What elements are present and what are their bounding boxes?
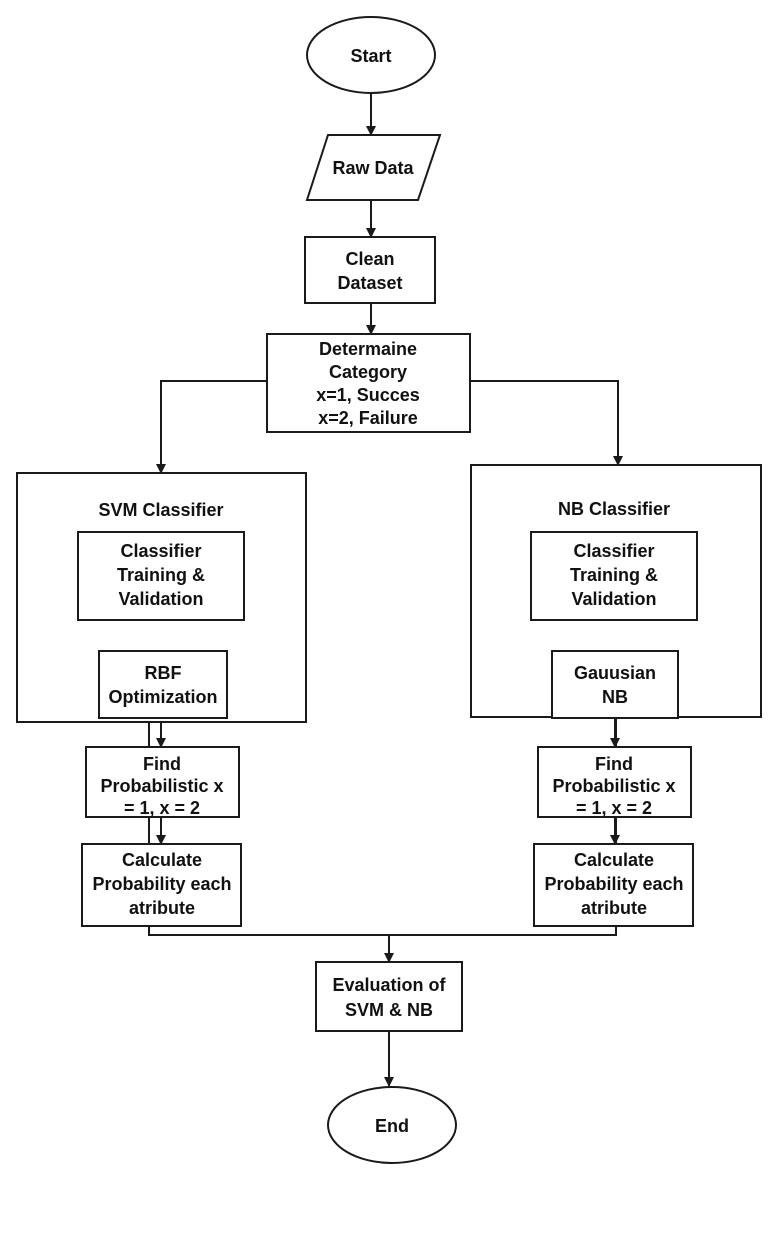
end-label: End <box>375 1116 409 1136</box>
evaluation-process: Evaluation of SVM & NB <box>315 961 463 1032</box>
nb-find-line-2: Probabilistic x <box>552 776 675 796</box>
svm-training-line-1: Classifier <box>120 541 201 561</box>
nb-gaussian-line-2: NB <box>602 687 628 707</box>
svm-rbf-line-1: RBF <box>145 663 182 683</box>
svm-calculate-process: Calculate Probability each atribute <box>81 843 242 927</box>
nb-find-line-3: = 1, x = 2 <box>576 798 652 818</box>
nb-training-line-3: Validation <box>571 589 656 609</box>
nb-training-line-2: Training & <box>570 565 658 585</box>
svm-training-line-2: Training & <box>117 565 205 585</box>
svm-rbf-process: RBF Optimization <box>98 650 228 719</box>
category-line-3: x=1, Succes <box>316 385 420 405</box>
svm-find-process: Find Probabilistic x = 1, x = 2 <box>85 746 240 818</box>
clean-dataset-line-1: Clean <box>345 249 394 269</box>
svm-classifier-title: SVM Classifier <box>98 500 223 520</box>
end-terminator: End <box>327 1086 457 1164</box>
start-label: Start <box>350 46 391 66</box>
nb-calculate-line-2: Probability each <box>544 874 683 894</box>
nb-calculate-line-1: Calculate <box>574 850 654 870</box>
evaluation-line-1: Evaluation of <box>332 975 446 995</box>
start-terminator: Start <box>306 16 436 94</box>
svm-rbf-line-2: Optimization <box>109 687 218 707</box>
nb-classifier-title: NB Classifier <box>558 499 670 519</box>
nb-training-process: Classifier Training & Validation <box>530 531 698 621</box>
raw-data-input: Raw Data <box>305 134 442 201</box>
nb-find-process: Find Probabilistic x = 1, x = 2 <box>537 746 692 818</box>
svm-calculate-line-2: Probability each <box>92 874 231 894</box>
svm-find-line-3: = 1, x = 2 <box>124 798 200 818</box>
nb-training-line-1: Classifier <box>573 541 654 561</box>
category-line-4: x=2, Failure <box>318 408 418 428</box>
nb-find-line-1: Find <box>595 754 633 774</box>
svm-training-line-3: Validation <box>118 589 203 609</box>
svm-find-line-2: Probabilistic x <box>100 776 223 796</box>
svm-find-line-1: Find <box>143 754 181 774</box>
clean-dataset-process: Clean Dataset <box>304 236 436 304</box>
arrow-category-to-svm <box>156 380 267 474</box>
clean-dataset-line-2: Dataset <box>337 273 402 293</box>
arrow-category-to-nb <box>470 380 623 466</box>
svm-calculate-line-3: atribute <box>129 898 195 918</box>
determine-category-process: Determaine Category x=1, Succes x=2, Fai… <box>266 333 471 433</box>
raw-data-label: Raw Data <box>332 158 414 178</box>
svm-training-process: Classifier Training & Validation <box>77 531 245 621</box>
nb-calculate-line-3: atribute <box>581 898 647 918</box>
nb-gaussian-line-1: Gauusian <box>574 663 656 683</box>
svm-calculate-line-1: Calculate <box>122 850 202 870</box>
nb-calculate-process: Calculate Probability each atribute <box>533 843 694 927</box>
category-line-2: Category <box>329 362 407 382</box>
evaluation-line-2: SVM & NB <box>345 1000 433 1020</box>
nb-gaussian-process: Gauusian NB <box>551 650 679 719</box>
category-line-1: Determaine <box>319 339 417 359</box>
